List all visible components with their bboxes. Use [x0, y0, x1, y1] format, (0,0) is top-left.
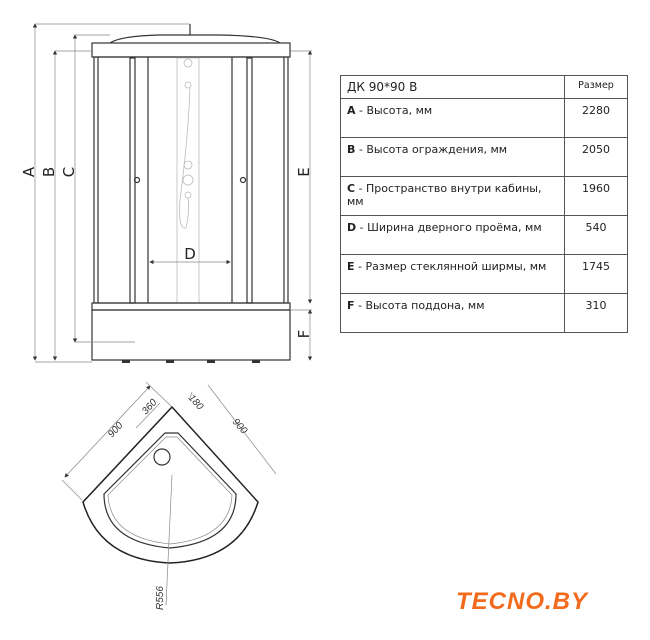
row-label: - Ширина дверного проёма, мм: [356, 221, 542, 234]
row-value: 2280: [564, 98, 628, 138]
row-label: - Высота поддона, мм: [354, 299, 485, 312]
label-c: C: [60, 167, 78, 177]
row-key: D: [347, 221, 357, 234]
dim-900-left: 900: [106, 420, 126, 440]
tray-rim: [91, 302, 291, 311]
dim-360: 360: [140, 397, 160, 417]
front-view: A B C E F D: [20, 23, 313, 363]
dim-radius: R556: [155, 586, 166, 610]
table-row: D - Ширина дверного проёма, мм 540: [340, 215, 628, 255]
row-label: - Пространство внутри кабины, мм: [347, 182, 542, 208]
row-value: 310: [564, 293, 628, 333]
table-row: A - Высота, мм 2280: [340, 98, 628, 138]
row-key: C: [347, 182, 356, 195]
row-key: E: [347, 260, 355, 273]
value-header: Размер: [564, 75, 628, 99]
drain: [153, 448, 171, 466]
table-row: F - Высота поддона, мм 310: [340, 293, 628, 333]
top-frame: [91, 42, 291, 58]
glass-frame: [93, 56, 289, 304]
plan-view: 900 360 180 900 R556: [61, 381, 277, 610]
row-value: 1960: [564, 176, 628, 216]
tecno-by-logo: TECNO.BY: [456, 588, 589, 615]
row-key: B: [347, 143, 356, 156]
row-value: 2050: [564, 137, 628, 177]
label-a: A: [20, 166, 38, 177]
label-e: E: [295, 167, 313, 176]
label-d: D: [184, 245, 196, 263]
dim-900-right: 900: [230, 417, 250, 437]
dim-180: 180: [186, 393, 206, 413]
table-row: E - Размер стеклянной ширмы, мм 1745: [340, 254, 628, 294]
tray: [91, 309, 291, 361]
dimensions-table: ДК 90*90 В Размер A - Высота, мм 2280 B -…: [340, 75, 628, 333]
shower-panel: [176, 57, 200, 304]
row-label: - Размер стеклянной ширмы, мм: [354, 260, 547, 273]
row-value: 1745: [564, 254, 628, 294]
row-key: F: [347, 299, 355, 312]
table-row: C - Пространство внутри кабины, мм 1960: [340, 176, 628, 216]
tray-outline: [82, 405, 259, 564]
door-post-right: [246, 57, 253, 304]
label-f: F: [295, 330, 313, 339]
table-title: ДК 90*90 В: [340, 75, 565, 99]
table-row: B - Высота ограждения, мм 2050: [340, 137, 628, 177]
row-key: A: [347, 104, 356, 117]
row-label: - Высота, мм: [355, 104, 433, 117]
door-handle-left: [133, 176, 141, 184]
row-value: 540: [564, 215, 628, 255]
row-label: - Высота ограждения, мм: [355, 143, 508, 156]
label-b: B: [40, 167, 58, 177]
roof: [109, 34, 281, 44]
door-handle-right: [239, 176, 247, 184]
tray-inner: [103, 432, 237, 549]
